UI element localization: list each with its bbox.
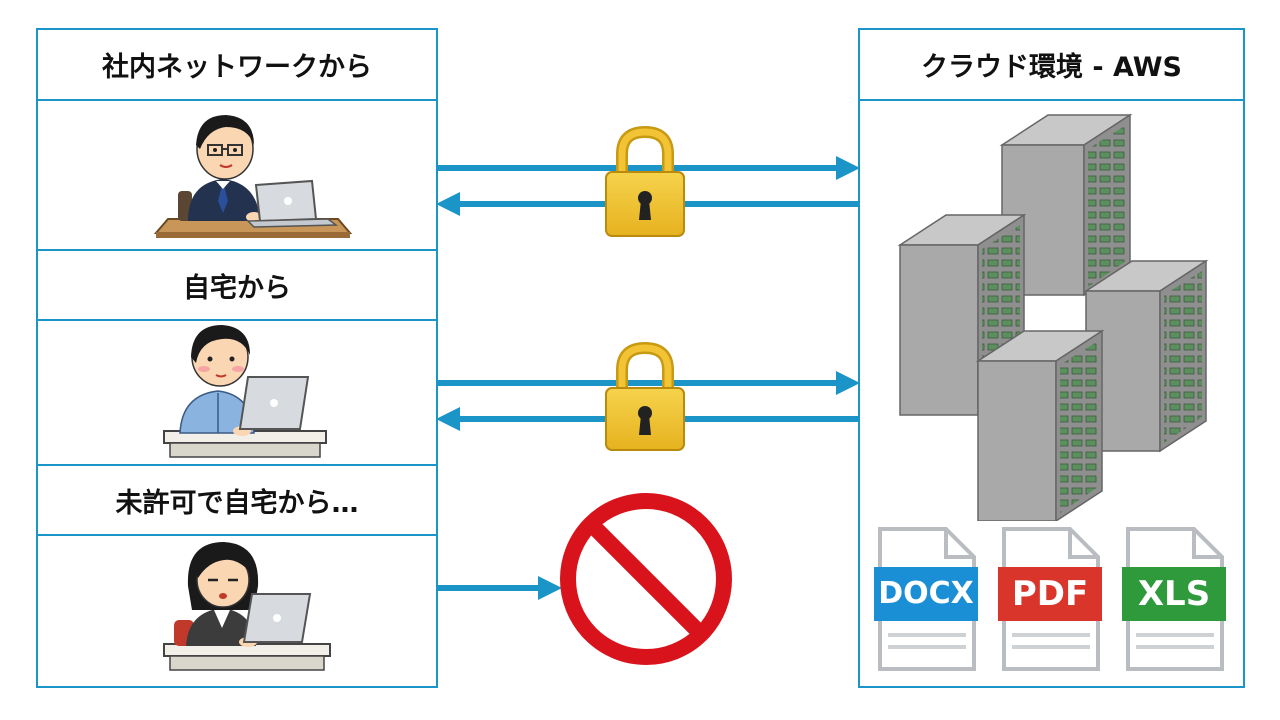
divider xyxy=(38,464,436,466)
file-label-xls: XLS xyxy=(1137,574,1211,614)
document-file-icon xyxy=(874,527,978,671)
unauthorized-worker-illustration xyxy=(163,542,331,671)
arrow-office-to-cloud xyxy=(438,156,860,180)
document-file-icon xyxy=(998,527,1102,671)
divider xyxy=(38,249,436,251)
section-label-unauthorized: 未許可で自宅から… xyxy=(115,487,359,519)
home-worker-cell xyxy=(38,321,436,464)
office-worker-cell xyxy=(38,101,436,249)
cloud-title: クラウド環境 - AWS xyxy=(921,52,1182,83)
divider xyxy=(38,534,436,536)
left-panel: 社内ネットワークから xyxy=(36,28,438,688)
prohibited-icon xyxy=(560,493,732,665)
file-label-docx: DOCX xyxy=(878,576,974,611)
padlock-icon xyxy=(605,341,685,451)
divider xyxy=(38,319,436,321)
server-rack-icon xyxy=(897,113,1209,521)
file-xls: XLS xyxy=(1122,525,1228,673)
file-docx: DOCX xyxy=(874,525,980,673)
divider xyxy=(38,99,436,101)
divider xyxy=(860,99,1243,101)
file-label-pdf: PDF xyxy=(1011,574,1089,614)
section-label-office: 社内ネットワークから xyxy=(102,52,372,83)
unauthorized-worker-cell xyxy=(38,536,436,686)
section-label-home: 自宅から xyxy=(183,272,291,304)
arrow-home-to-cloud xyxy=(438,371,860,395)
padlock-icon xyxy=(605,125,685,237)
arrow-unauthorized-blocked xyxy=(438,576,562,600)
office-worker-illustration xyxy=(153,115,353,238)
document-file-icon xyxy=(1122,527,1226,671)
home-worker-illustration xyxy=(163,325,327,458)
right-panel: クラウド環境 - AWS xyxy=(858,28,1245,688)
server-area: DOCX PDF XLS xyxy=(860,101,1243,686)
file-pdf: PDF xyxy=(998,525,1104,673)
